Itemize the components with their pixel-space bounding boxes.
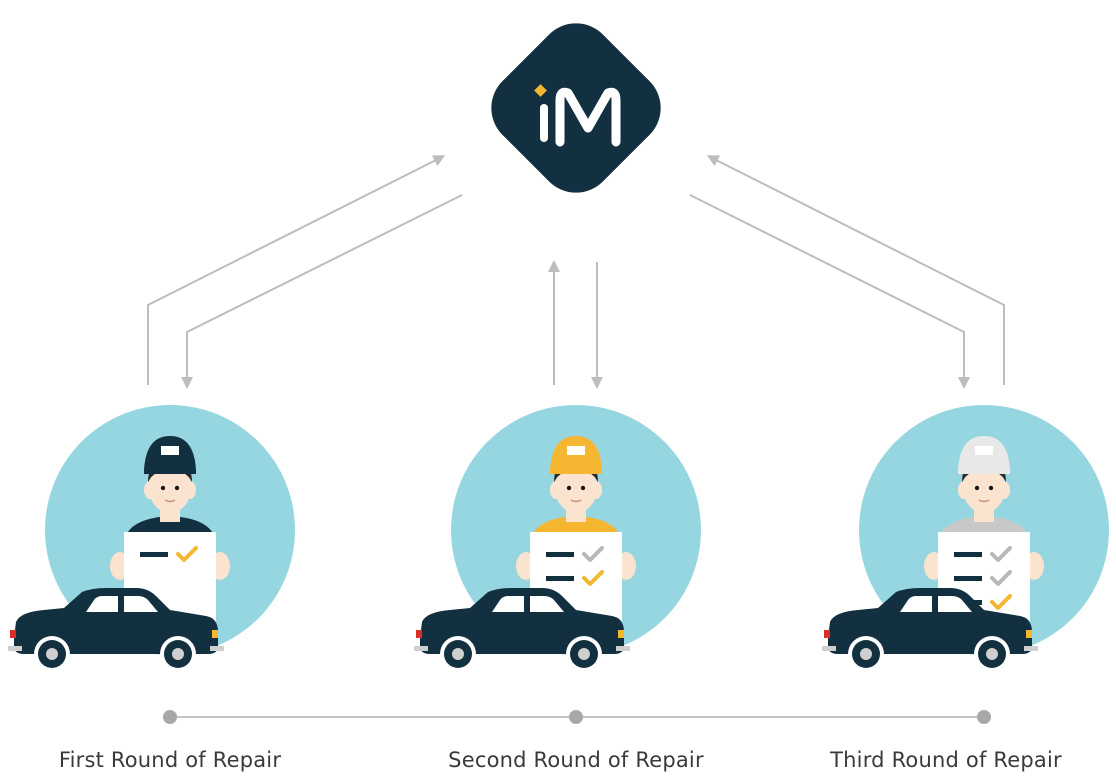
arrow-logo-to-round3 xyxy=(689,194,970,389)
checkmark-icon xyxy=(582,546,604,562)
car-icon xyxy=(414,588,630,672)
round-illustration-third xyxy=(822,405,1109,672)
round-label-second: Second Round of Repair xyxy=(448,748,704,772)
arrow-round3-to-logo xyxy=(706,155,1005,385)
checkmark-icon xyxy=(582,570,604,586)
timeline-dot-1 xyxy=(163,710,177,724)
im-logo xyxy=(491,23,661,193)
arrow-round1-to-logo xyxy=(147,155,446,385)
arrow-group xyxy=(147,155,1005,389)
checkmark-icon xyxy=(176,546,198,562)
checkmark-icon xyxy=(990,570,1012,586)
car-icon xyxy=(822,588,1038,672)
car-icon xyxy=(8,588,224,672)
round-label-first: First Round of Repair xyxy=(58,748,282,772)
timeline-dot-2 xyxy=(569,710,583,724)
round-illustration-first xyxy=(8,405,295,672)
timeline xyxy=(163,710,991,724)
timeline-dot-3 xyxy=(977,710,991,724)
checkmark-icon xyxy=(990,594,1012,610)
checkmark-icon xyxy=(990,546,1012,562)
round-illustration-second xyxy=(414,405,701,672)
round-label-third: Third Round of Repair xyxy=(830,748,1062,772)
arrow-logo-to-round1 xyxy=(181,194,463,389)
